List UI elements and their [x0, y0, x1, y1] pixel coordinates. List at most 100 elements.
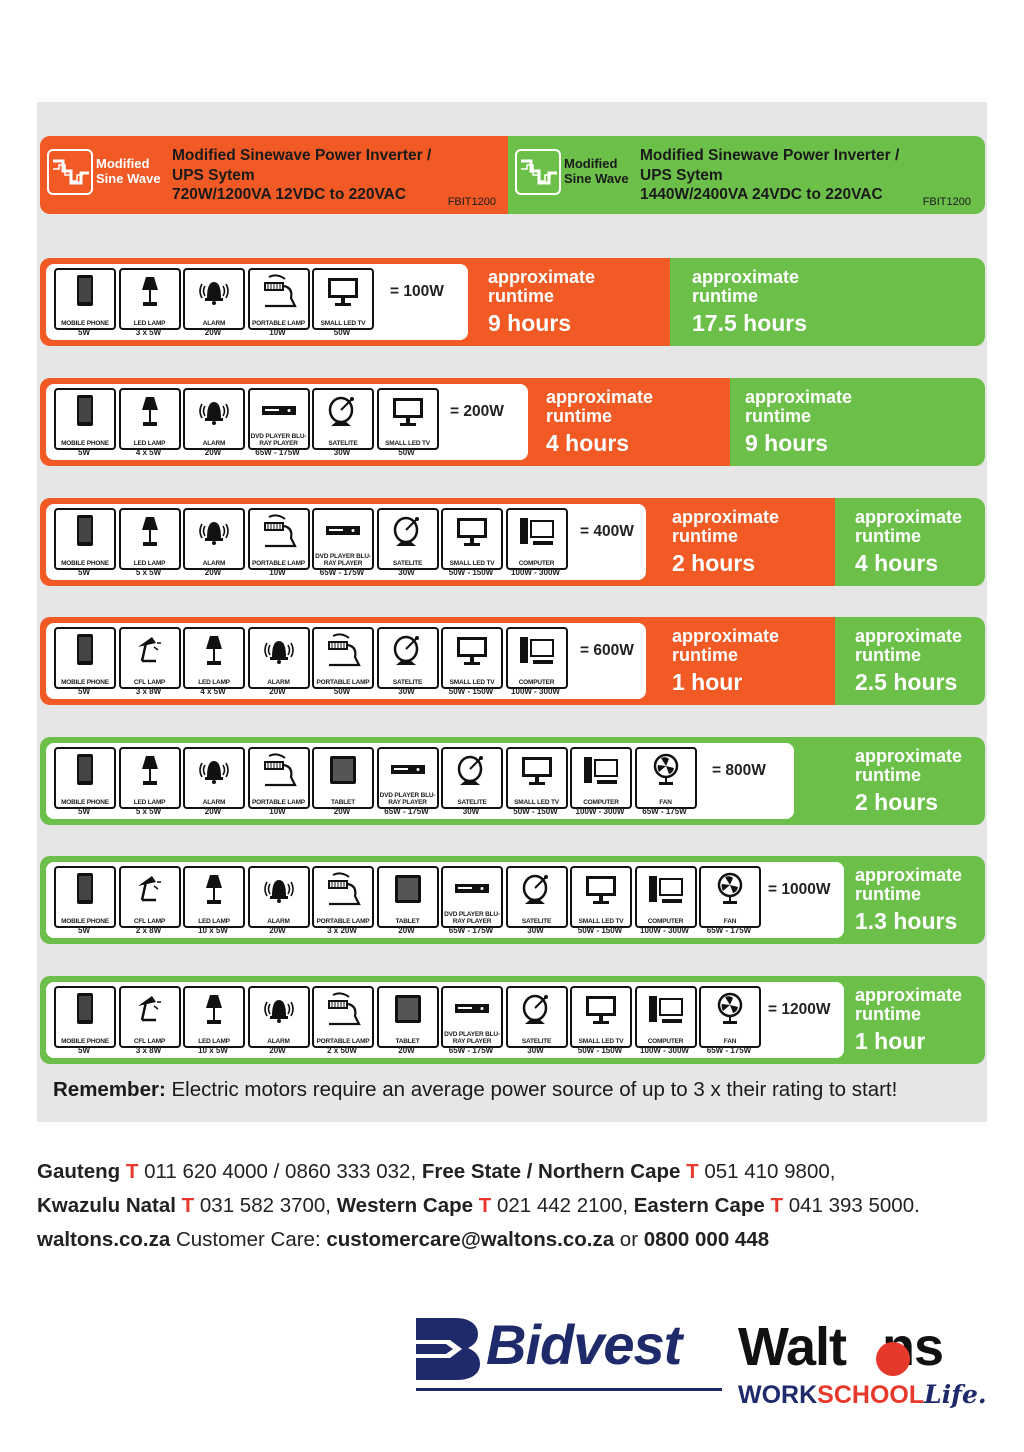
device-alarm-icon: ALARM [183, 747, 245, 809]
device-name: ALARM [267, 679, 290, 686]
device-name: MOBILE PHONE [61, 560, 109, 567]
total-watts: = 200W [450, 403, 504, 420]
device-watts: 10W [269, 328, 286, 337]
device-portable-icon: PORTABLE LAMP [247, 508, 310, 570]
contact-line-1: Gauteng T 011 620 4000 / 0860 333 032, F… [37, 1160, 836, 1183]
device-pc-icon: COMPUTER [634, 866, 697, 928]
device-name: LED LAMP [133, 560, 166, 567]
device-tv-icon: SMALL LED TV [376, 388, 439, 450]
code-left: FBIT1200 [447, 196, 496, 208]
device-name: LED LAMP [198, 1038, 230, 1045]
device-name: SMALL LED TV [449, 560, 495, 567]
device-phone-icon: MOBILE PHONE [54, 627, 116, 689]
device-tv-icon: SMALL LED TV [441, 508, 503, 570]
device-watts: 20W [204, 328, 222, 337]
device-lamp-icon: LED LAMP [118, 747, 181, 809]
device-watts: 65W - 175W [448, 1046, 494, 1055]
device-pc-icon: COMPUTER [505, 508, 568, 570]
total-watts: = 800W [712, 762, 766, 779]
device-tablet-icon: TABLET [376, 866, 439, 928]
device-watts: 20W [269, 1046, 286, 1055]
waltons-logo-dot [876, 1342, 910, 1376]
device-watts: 100W - 300W [640, 926, 689, 935]
waltons-tagline: WORKSCHOOLLife. [738, 1380, 987, 1409]
device-phone-icon: MOBILE PHONE [54, 508, 116, 570]
device-name: COMPUTER [647, 1038, 684, 1045]
device-watts: 30W [527, 926, 544, 935]
device-tv-icon: SMALL LED TV [441, 627, 503, 689]
device-name: PORTABLE LAMP [316, 918, 370, 925]
device-watts: 2 x 50W [327, 1046, 357, 1055]
device-name: SMALL LED TV [514, 799, 559, 806]
device-name: SMALL LED TV [320, 320, 366, 327]
sine-wave-icon [515, 149, 561, 195]
device-pc-icon: COMPUTER [634, 986, 697, 1048]
device-name: DVD PLAYER BLU-RAY PLAYER [250, 433, 307, 447]
sine-wave-icon [47, 149, 93, 195]
device-watts: 50W - 150W [448, 568, 494, 577]
total-watts: = 600W [580, 642, 634, 659]
device-name: PORTABLE LAMP [316, 679, 370, 686]
device-name: SATELITE [392, 679, 423, 686]
device-watts: 3 x 5W [135, 328, 162, 337]
device-name: FAN [723, 1038, 737, 1045]
device-name: MOBILE PHONE [61, 1038, 109, 1045]
device-name: FAN [723, 918, 737, 925]
title-right: Modified Sinewave Power Inverter /UPS Sy… [640, 147, 900, 203]
device-watts: 3 x 8W [135, 1046, 162, 1055]
device-watts: 20W [398, 926, 415, 935]
device-watts: 30W [527, 1046, 544, 1055]
device-lamp-icon: LED LAMP [183, 866, 245, 928]
device-name: COMPUTER [647, 918, 684, 925]
device-watts: 30W [462, 807, 480, 816]
device-name: ALARM [202, 560, 226, 567]
device-watts: 5W [78, 926, 90, 935]
device-name: MOBILE PHONE [61, 679, 109, 686]
device-watts: 65W - 175W [642, 807, 687, 816]
device-lamp-icon: LED LAMP [118, 268, 181, 330]
device-name: FAN [659, 799, 672, 806]
device-name: LED LAMP [133, 799, 166, 806]
device-pc-icon: COMPUTER [570, 747, 632, 809]
device-name: MOBILE PHONE [61, 799, 109, 806]
bidvest-logo: Bidvest [486, 1313, 682, 1376]
device-watts: 10 x 5W [198, 926, 228, 935]
device-watts: 4 x 5W [200, 687, 226, 696]
device-name: TABLET [395, 1038, 420, 1045]
device-name: LED LAMP [198, 918, 230, 925]
device-watts: 10 x 5W [198, 1046, 228, 1055]
device-portable-icon: PORTABLE LAMP [247, 268, 310, 330]
device-lamp-icon: LED LAMP [183, 986, 245, 1048]
device-sat-icon: SATELITE [312, 388, 374, 450]
device-name: SMALL LED TV [578, 918, 624, 925]
device-watts: 2 x 8W [135, 926, 162, 935]
device-name: CFL LAMP [133, 918, 166, 925]
device-watts: 50W - 150W [577, 926, 623, 935]
device-tv-icon: SMALL LED TV [312, 268, 374, 330]
code-right: FBIT1200 [922, 196, 971, 208]
device-watts: 65W - 175W [706, 926, 752, 935]
device-name: LED LAMP [198, 679, 230, 686]
device-watts: 100W - 300W [511, 568, 560, 577]
device-watts: 100W - 300W [575, 807, 625, 816]
device-name: ALARM [267, 918, 290, 925]
device-name: MOBILE PHONE [61, 320, 109, 327]
device-pc-icon: COMPUTER [505, 627, 568, 689]
device-watts: 65W - 175W [448, 926, 494, 935]
device-watts: 5W [78, 807, 90, 816]
device-name: ALARM [202, 440, 226, 447]
device-watts: 65W - 175W [255, 448, 300, 457]
device-name: ALARM [267, 1038, 290, 1045]
device-name: PORTABLE LAMP [252, 320, 305, 327]
